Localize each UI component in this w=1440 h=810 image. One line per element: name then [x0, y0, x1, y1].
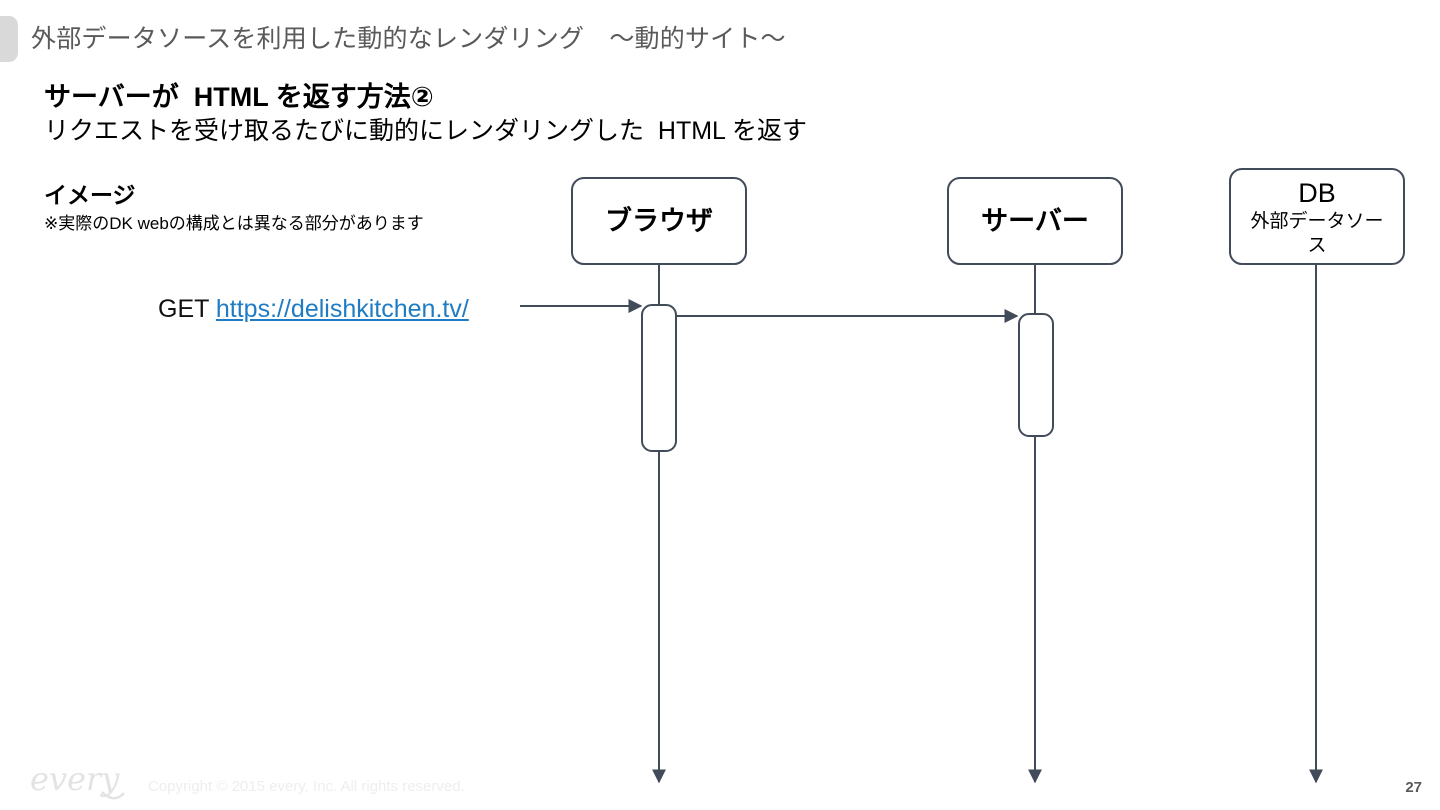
header-tab-decoration — [0, 16, 18, 62]
node-browser[interactable]: ブラウザ — [571, 177, 747, 265]
node-db-sublabel: 外部データソース — [1250, 210, 1384, 256]
page-title: サーバーが HTML を返す方法② — [44, 82, 434, 112]
header-title: 外部データソースを利用した動的なレンダリング 〜動的サイト〜 — [31, 25, 786, 53]
page-subtitle: リクエストを受け取るたびに動的にレンダリングした HTML を返す — [44, 117, 807, 145]
request-url-link[interactable]: https://delishkitchen.tv/ — [215, 295, 469, 323]
node-browser-label: ブラウザ — [605, 206, 713, 236]
node-db-label: DB — [1298, 177, 1336, 208]
http-method-label: GET — [158, 295, 216, 323]
request-caption: GET https://delishkitchen.tv/ — [158, 293, 469, 325]
every-logo: every — [30, 760, 125, 800]
svg-text:every: every — [30, 760, 120, 798]
node-server-label: サーバー — [981, 206, 1089, 236]
activation-bar-server — [1018, 313, 1054, 437]
image-section-label: イメージ — [44, 182, 136, 208]
image-section-note: ※実際のDK webの構成とは異なる部分があります — [44, 214, 424, 233]
copyright-text: Copyright © 2015 every, Inc. All rights … — [148, 778, 465, 795]
page-number: 27 — [1405, 779, 1422, 796]
activation-bar-browser — [641, 304, 677, 452]
node-db[interactable]: DB 外部データソース — [1229, 168, 1405, 265]
node-server[interactable]: サーバー — [947, 177, 1123, 265]
